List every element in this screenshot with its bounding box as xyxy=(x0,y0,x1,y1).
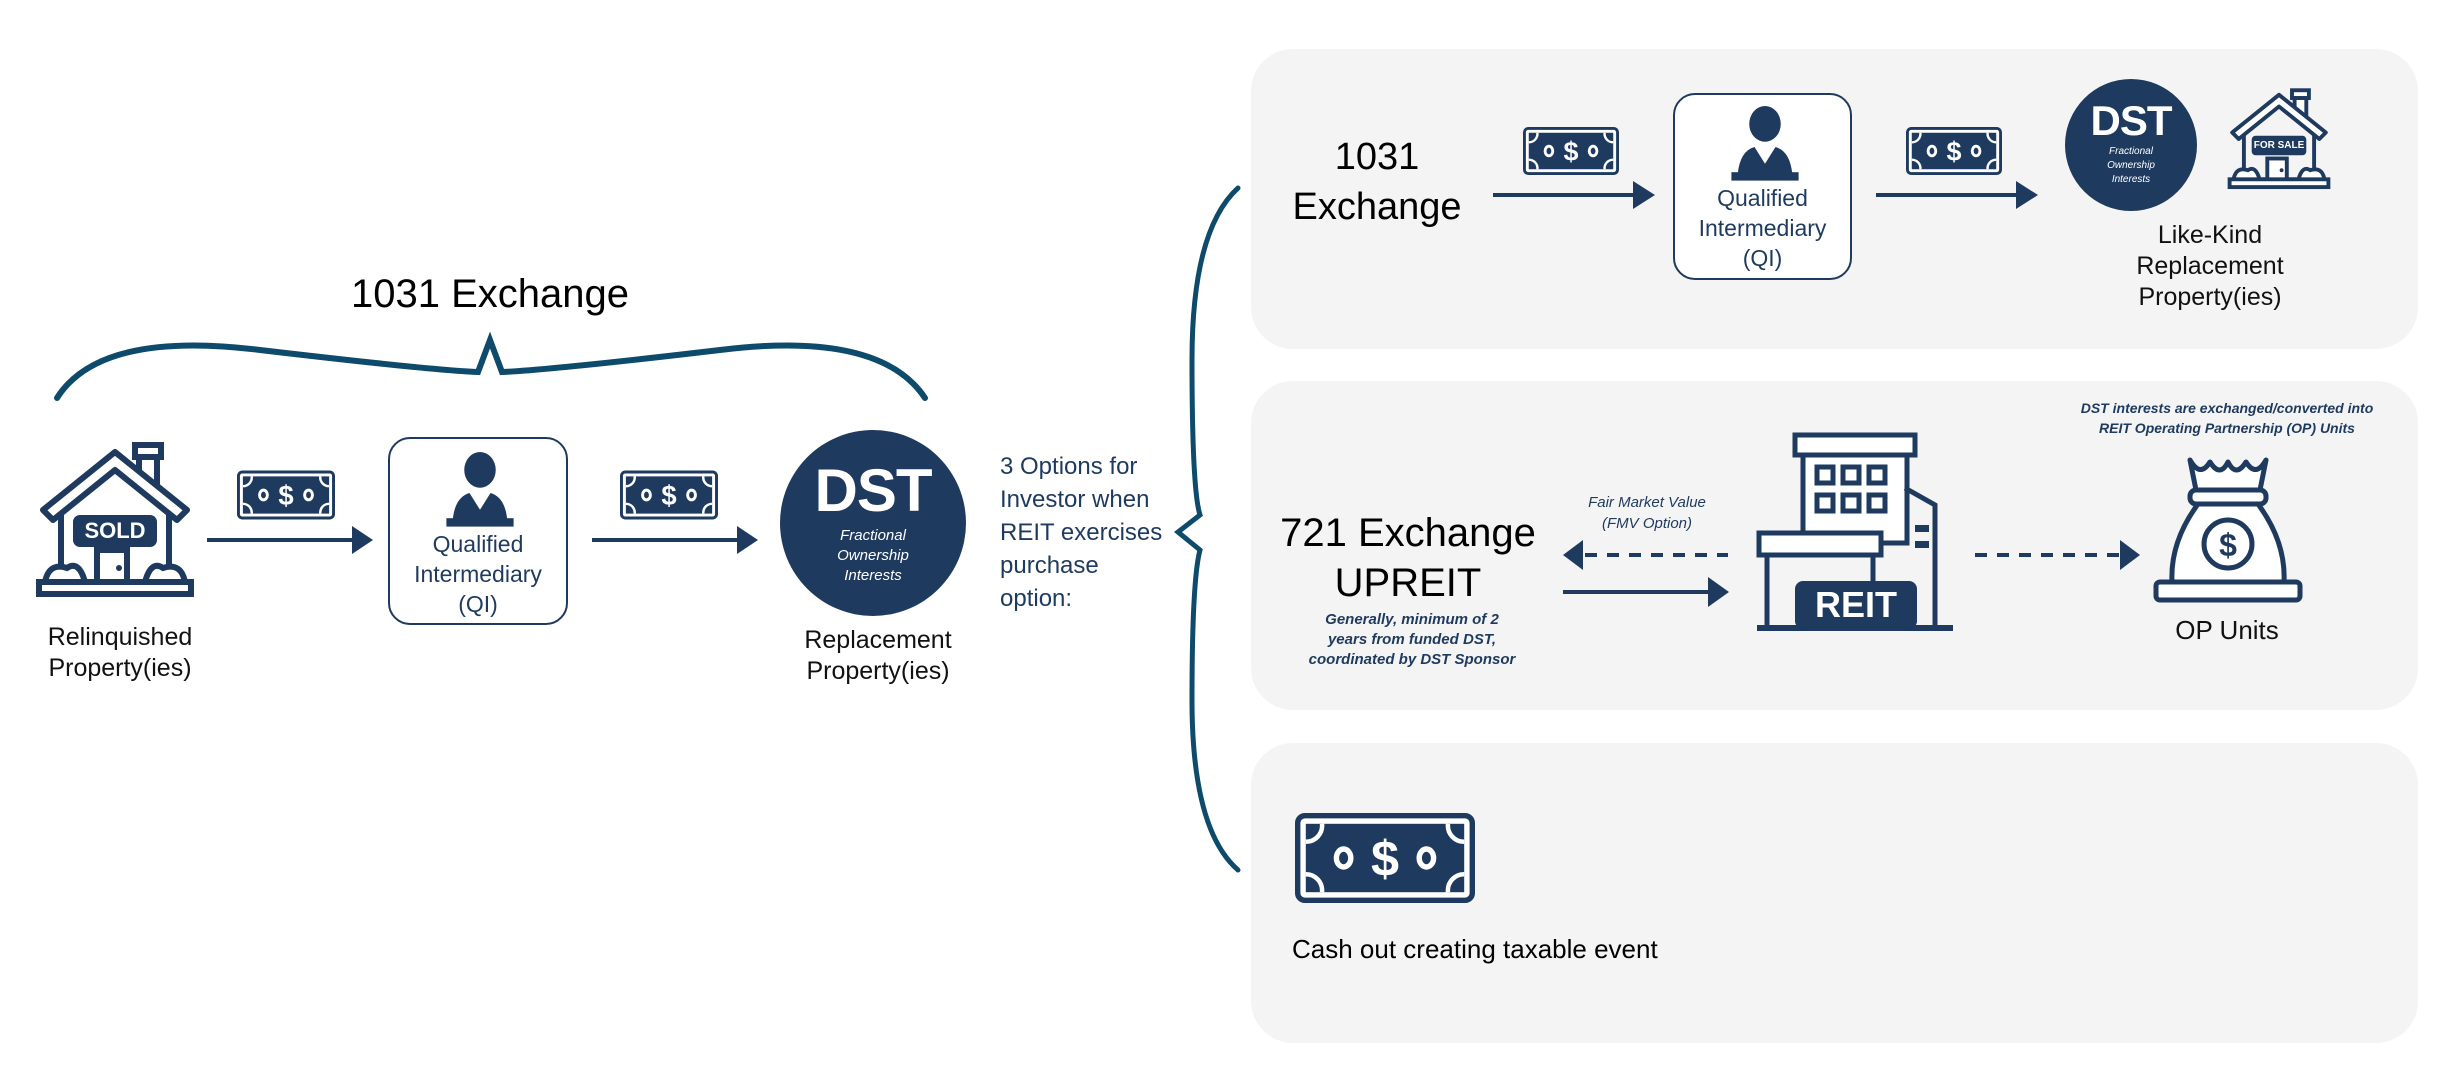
dollar-bill-icon xyxy=(1295,813,1475,903)
fmv-line2: (FMV Option) xyxy=(1601,515,1693,532)
conversion-line2: REIT Operating Partnership (OP) Units xyxy=(2099,420,2355,436)
relinquished-property: SOLD xyxy=(35,440,195,600)
like-kind-line3: Property(ies) xyxy=(2138,283,2282,311)
options-intro-line4: purchase xyxy=(1000,552,1099,579)
reit-label: REIT xyxy=(1814,584,1897,625)
dst-title: DST xyxy=(2090,97,2173,144)
option-1031-title-line2: Exchange xyxy=(1292,186,1462,228)
like-kind-line1: Like-Kind xyxy=(2157,221,2263,249)
svg-text:$: $ xyxy=(2219,527,2237,563)
dst-sub3: Interests xyxy=(844,567,902,584)
qi-line2: Intermediary xyxy=(414,561,542,587)
building-icon xyxy=(1756,432,1953,631)
like-kind-label: Like-Kind Replacement Property(ies) xyxy=(2136,220,2283,313)
options-intro-line1: 3 Options for xyxy=(1000,453,1138,480)
relinquished-label: Relinquished Property(ies) xyxy=(48,622,193,684)
options-intro-line2: Investor when xyxy=(1000,486,1150,513)
house-for-sale: FOR SALE xyxy=(2227,87,2331,191)
qi-line2: Intermediary xyxy=(1698,215,1827,241)
options-intro: 3 Options for Investor when REIT exercis… xyxy=(1000,450,1162,615)
cash-out-label: Cash out creating taxable event xyxy=(1292,934,1658,964)
relinquished-label-line2: Property(ies) xyxy=(48,654,192,682)
options-intro-line5: option: xyxy=(1000,585,1073,612)
op-units-label: OP Units xyxy=(2175,615,2279,645)
qualified-intermediary-box: Qualified Intermediary (QI) xyxy=(1673,93,1852,280)
money-bag-icon: $ xyxy=(2153,457,2303,603)
option-721-title-line1: 721 Exchange xyxy=(1280,511,1536,555)
note-line3: coordinated by DST Sponsor xyxy=(1308,651,1516,668)
replacement-label-line1: Replacement xyxy=(804,626,952,654)
house-sold-icon xyxy=(35,440,195,600)
holding-period-note: Generally, minimum of 2 years from funde… xyxy=(1309,610,1516,670)
fmv-line1: Fair Market Value xyxy=(1588,494,1706,511)
relinquished-label-line1: Relinquished xyxy=(47,623,193,651)
arrow-right-icon xyxy=(1876,181,2038,209)
replacement-label: Replacement Property(ies) xyxy=(804,625,951,687)
dst-circle: DST Fractional Ownership Interests xyxy=(2065,79,2197,211)
house-for-sale-icon xyxy=(2227,87,2331,191)
arrow-right-icon xyxy=(1493,181,1655,209)
dollar-bill-icon xyxy=(1906,127,2002,175)
reit-building: REIT xyxy=(1755,432,1955,633)
note-line1: Generally, minimum of 2 xyxy=(1325,611,1499,628)
note-line2: years from funded DST, xyxy=(1327,631,1497,648)
dst-sub1: Fractional xyxy=(2109,146,2153,157)
conversion-line1: DST interests are exchanged/converted in… xyxy=(2080,400,2374,416)
person-icon xyxy=(1723,105,1807,189)
dst-circle: DST Fractional Ownership Interests xyxy=(780,430,966,616)
qi-line1: Qualified xyxy=(1717,185,1808,211)
replacement-label-line2: Property(ies) xyxy=(806,657,950,685)
options-intro-line3: REIT exercises xyxy=(1000,519,1163,546)
for-sale-badge: FOR SALE xyxy=(2253,140,2305,151)
sold-badge: SOLD xyxy=(84,518,146,543)
dst-sub3: Interests xyxy=(2111,174,2151,185)
option-1031-title-line1: 1031 xyxy=(1334,136,1420,178)
dst-sub2: Ownership xyxy=(837,547,909,564)
qi-line3: (QI) xyxy=(458,591,498,617)
dashed-arrow-right-icon xyxy=(1975,540,2140,570)
dollar-bill-icon xyxy=(1523,127,1619,175)
qualified-intermediary-box: Qualified Intermediary (QI) xyxy=(388,437,568,625)
qi-line1: Qualified xyxy=(432,531,524,557)
arrow-right-icon xyxy=(1563,577,1729,607)
arrow-right-icon xyxy=(207,526,373,554)
option-1031-title: 1031 Exchange xyxy=(1292,132,1461,232)
dashed-arrow-left-icon xyxy=(1563,540,1728,570)
left-flow-title: 1031 Exchange xyxy=(350,272,630,316)
dst-sub2: Ownership xyxy=(2107,160,2155,171)
option-721-title-line2: UPREIT xyxy=(1334,561,1482,605)
fmv-note: Fair Market Value (FMV Option) xyxy=(1588,492,1706,534)
dst-sub1: Fractional xyxy=(840,527,906,544)
arrow-right-icon xyxy=(592,526,758,554)
conversion-note: DST interests are exchanged/converted in… xyxy=(2081,398,2374,438)
option-721-title: 721 Exchange UPREIT xyxy=(1280,508,1536,608)
like-kind-line2: Replacement xyxy=(2136,252,2284,280)
dst-title: DST xyxy=(814,457,933,524)
qi-line3: (QI) xyxy=(1742,245,1783,271)
